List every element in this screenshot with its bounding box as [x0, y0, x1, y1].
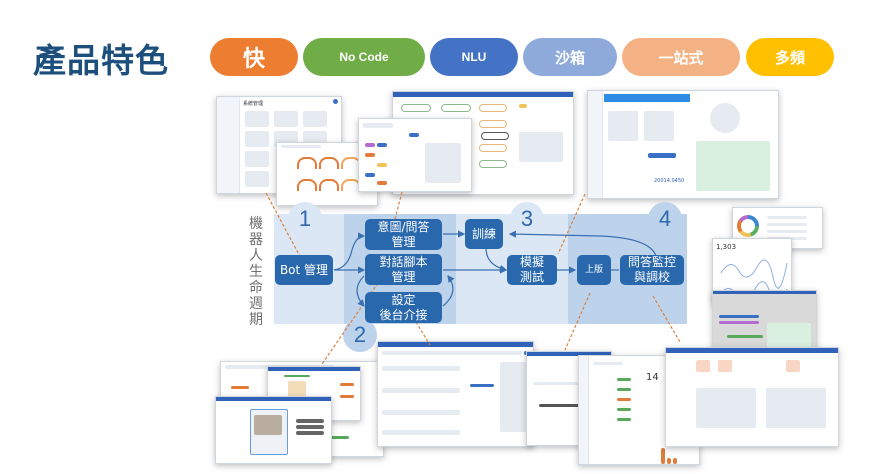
- node-settings-backend[interactable]: 設定 後台介接: [365, 292, 442, 323]
- screenshot-card-editor: [215, 396, 332, 464]
- screenshot-intent-list: [358, 118, 472, 192]
- node-dialog-script-management[interactable]: 對話腳本 管理: [365, 254, 442, 285]
- screenshot-chat-sandbox: 20014,0450: [587, 90, 779, 199]
- node-qa-monitoring-tuning[interactable]: 問答監控 與調校: [620, 255, 684, 285]
- feature-pill-fast: 快: [210, 38, 298, 76]
- node-simulation-test[interactable]: 模擬 測試: [507, 255, 557, 285]
- node-training[interactable]: 訓練: [465, 219, 503, 249]
- screenshot-qa-review: [665, 347, 839, 447]
- node-intent-qa-management[interactable]: 意圖/問答 管理: [365, 219, 442, 250]
- feature-pill-multi-channel: 多頻: [746, 38, 834, 76]
- stage-number-4: 4: [648, 202, 682, 236]
- feature-pill-label: 一站式: [658, 48, 704, 67]
- admin-title: 系統管理: [243, 101, 264, 107]
- feature-pill-label: 快: [242, 47, 265, 72]
- chat-amount: 20014,0450: [654, 178, 685, 184]
- feature-pill-label: 多頻: [774, 48, 805, 67]
- sidebar: [217, 97, 240, 193]
- feature-pill-sandbox: 沙箱: [523, 38, 617, 76]
- dashboard-metric: 14: [646, 372, 659, 383]
- node-release[interactable]: 上版: [577, 255, 611, 285]
- lifecycle-vertical-label: 機器人生命週期: [249, 216, 263, 328]
- feature-pill-no-code: No Code: [303, 38, 425, 76]
- stage-number-2: 2: [343, 318, 377, 352]
- feature-pill-nlu: NLU: [430, 38, 518, 76]
- feature-pill-label: No Code: [339, 50, 389, 64]
- feature-pill-label: NLU: [461, 50, 487, 64]
- node-bot-management[interactable]: Bot 管理: [275, 255, 333, 285]
- stage-number-3: 3: [510, 202, 544, 236]
- feature-pill-label: 沙箱: [554, 48, 585, 67]
- page-title: 產品特色: [33, 41, 169, 80]
- feature-pill-one-stop: 一站式: [622, 38, 740, 76]
- line-chart-thumbnail: [720, 259, 788, 303]
- stage-number-1: 1: [288, 202, 322, 236]
- analytics-metric: 1,303: [716, 243, 737, 251]
- screenshot-api-settings: [377, 341, 534, 447]
